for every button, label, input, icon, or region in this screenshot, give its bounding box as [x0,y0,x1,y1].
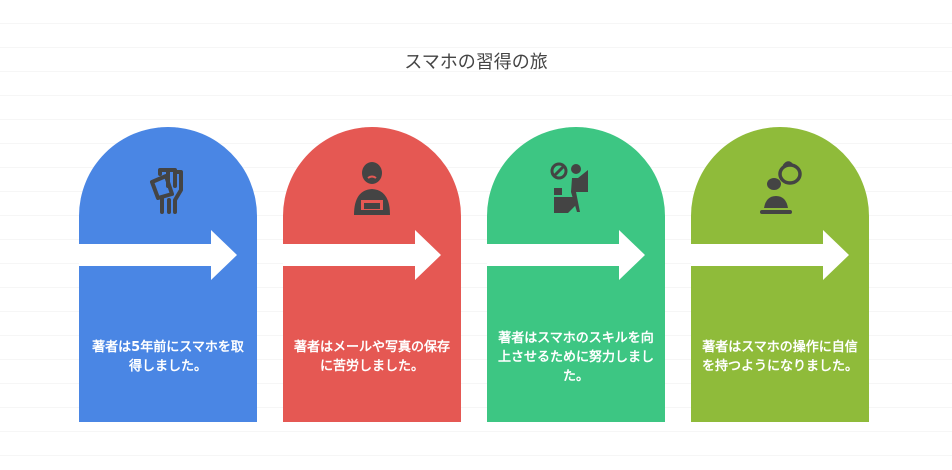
diagram-title: スマホの習得の旅 [404,52,548,73]
step-card-3: 著者はスマホのスキルを向上させるために努力しました。 [487,127,665,422]
person-learning-icon [550,162,588,213]
step-text: 著者はメールや写真の保存に苦労しました。 [293,340,450,374]
step-text: 著者はスマホの操作に自信を持つようになりました。 [701,340,858,374]
step-card-4: 著者はスマホの操作に自信を持つようになりました。 [691,127,869,422]
step-text: 著者はスマホのスキルを向上させるために努力しました。 [497,330,654,384]
arrow-icon [691,230,849,280]
step-card-1: 著者は5年前にスマホを取得しました。 [79,127,257,422]
step-card-2: 著者はメールや写真の保存に苦労しました。 [283,127,461,422]
raised-fist-icon [150,168,183,214]
arrow-icon [487,230,645,280]
arrow-icon [283,230,441,280]
arrow-icon [79,230,237,280]
confident-person-icon [760,161,802,214]
person-at-counter-icon [354,162,390,215]
step-text: 著者は5年前にスマホを取得しました。 [92,340,244,374]
